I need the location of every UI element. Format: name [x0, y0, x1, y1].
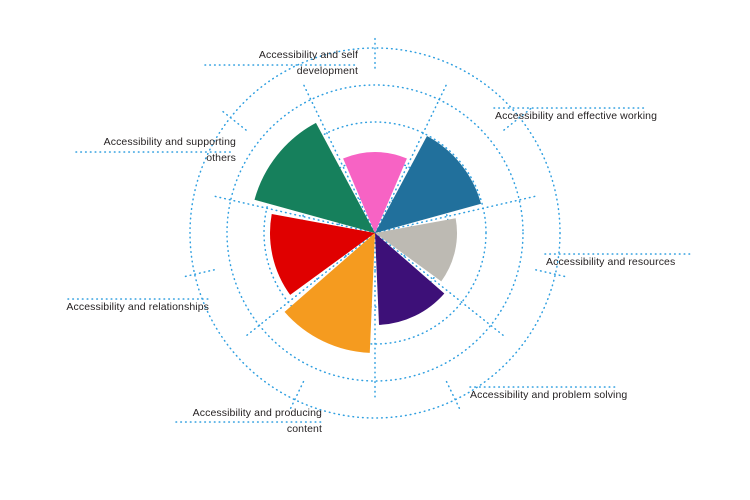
polar-grid-spokes — [213, 83, 537, 399]
rose-sector-supporting-others — [254, 122, 375, 233]
rose-sector-relationships — [270, 214, 375, 295]
sector-label-problem-solving-text: Accessibility and problem solving — [470, 389, 628, 401]
grid-spoke-2 — [374, 195, 537, 234]
sector-label-producing-content-text: Accessibility and producing content — [192, 407, 322, 435]
sector-label-self-development-text: Accessibility and self development — [258, 49, 358, 77]
leader-connector-resources — [535, 269, 569, 278]
leader-connector-relationships — [181, 269, 215, 278]
rose-sector-self-development — [343, 152, 407, 233]
rose-sectors — [254, 122, 482, 353]
sector-label-effective-working-text: Accessibility and effective working — [495, 110, 658, 122]
leader-connector-supporting-others — [219, 108, 247, 131]
grid-ring-3 — [263, 121, 487, 345]
sector-label-producing-content: Accessibility and producing content — [160, 389, 322, 453]
sector-label-problem-solving: Accessibility and problem solving — [470, 371, 685, 419]
sector-label-self-development: Accessibility and self development — [206, 31, 358, 95]
grid-spoke-3 — [374, 232, 505, 337]
grid-spoke-6 — [213, 195, 376, 234]
leader-connector-effective-working — [503, 107, 533, 131]
sector-label-resources: Accessibility and resources — [546, 238, 741, 286]
grid-ring-5 — [189, 47, 561, 419]
sector-label-supporting-others: Accessibility and supporting others — [78, 118, 236, 182]
rose-sector-effective-working — [375, 136, 482, 233]
sector-label-relationships: Accessibility and relationships — [58, 283, 209, 331]
grid-spoke-0 — [302, 83, 376, 234]
label-leader-lines — [67, 37, 691, 423]
sector-label-supporting-others-text: Accessibility and supporting others — [103, 136, 236, 164]
leader-connector-producing-content — [288, 380, 305, 413]
rose-sector-producing-content — [284, 233, 375, 353]
grid-spoke-1 — [374, 83, 448, 234]
sector-label-resources-text: Accessibility and resources — [546, 256, 676, 268]
leader-connector-problem-solving — [445, 380, 462, 413]
sector-label-effective-working: Accessibility and effective working — [495, 92, 730, 140]
rose-sector-resources — [375, 218, 457, 282]
rose-sector-problem-solving — [375, 233, 445, 325]
sector-label-relationships-text: Accessibility and relationships — [66, 301, 209, 313]
grid-ring-4 — [226, 84, 524, 382]
grid-spoke-5 — [245, 232, 376, 337]
